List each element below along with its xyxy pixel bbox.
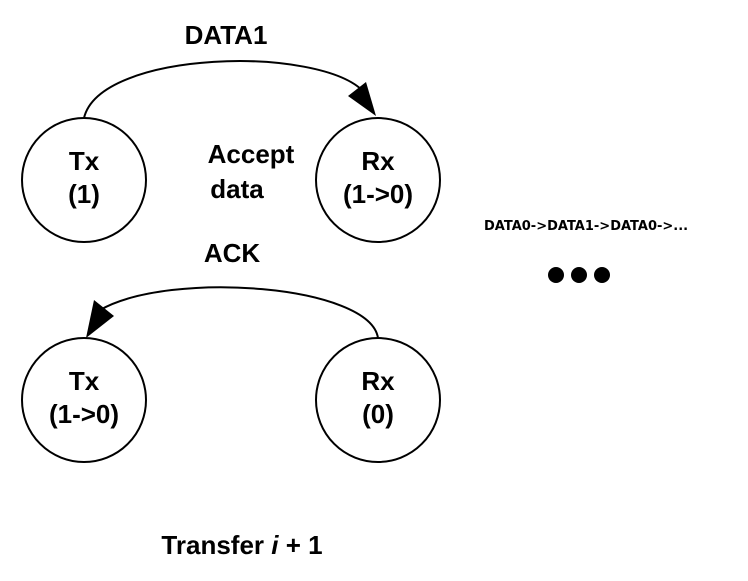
bottom-rx-name: Rx: [361, 366, 395, 396]
top-rx-name: Rx: [361, 146, 395, 176]
sequence-text: DATA0->DATA1->DATA0->...: [484, 219, 688, 234]
bottom-rx-state: (0): [362, 399, 394, 429]
top-tx-node: [21, 117, 147, 243]
top-tx-name: Tx: [69, 146, 100, 176]
caption-prefix: Transfer: [161, 530, 271, 560]
top-rx-node: [315, 117, 441, 243]
caption: Transfer i + 1: [161, 530, 322, 560]
bottom-rx-node: [315, 337, 441, 463]
caption-suffix: + 1: [278, 530, 322, 560]
top-arrow-label: DATA1: [185, 20, 268, 50]
bottom-arrow-label: ACK: [204, 238, 261, 268]
top-rx-state: (1->0): [343, 179, 413, 209]
ellipsis-dots-icon: [548, 267, 610, 283]
caption-index: i: [271, 530, 279, 560]
ack-arrowhead: [86, 300, 114, 338]
data-arrow: [83, 60, 365, 119]
accept-text-line1: Accept: [208, 139, 295, 169]
ack-arrow: [99, 286, 379, 339]
accept-text-line2: data: [210, 174, 264, 204]
bottom-tx-name: Tx: [69, 366, 100, 396]
bottom-tx-state: (1->0): [49, 399, 119, 429]
bottom-tx-node: [21, 337, 147, 463]
top-tx-state: (1): [68, 179, 100, 209]
data-arrowhead: [348, 82, 376, 116]
